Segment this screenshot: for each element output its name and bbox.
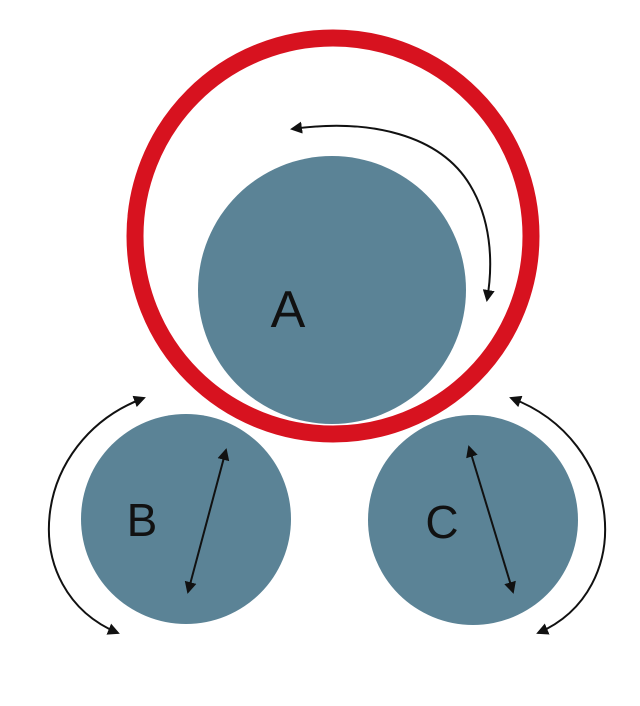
- disk-a-rotation-arrow: [290, 121, 495, 302]
- disk-b-rotation-arrow: [47, 395, 146, 635]
- disk-c-rotation-arrow: [509, 395, 607, 635]
- disk-c: [368, 415, 578, 625]
- disk-a: [198, 156, 466, 424]
- disk-b-diameter-arrow: [184, 448, 230, 594]
- disk-c-label: C: [425, 496, 458, 548]
- disk-b-label: B: [127, 494, 158, 546]
- disk-c-diameter-arrow: [466, 445, 516, 594]
- outer-red-ring: [126, 29, 540, 443]
- disk-b: [81, 414, 291, 624]
- disk-a-label: A: [271, 281, 306, 339]
